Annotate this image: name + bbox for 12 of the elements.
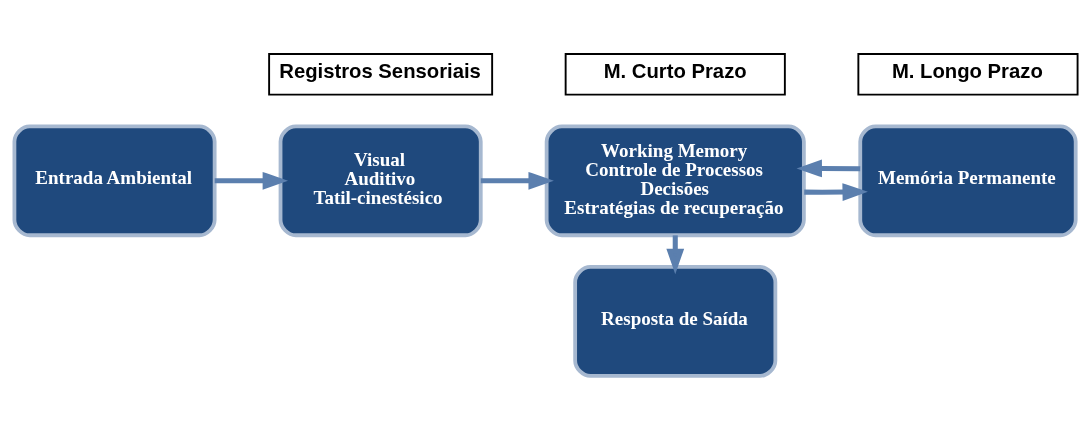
node-box: Visual Auditivo Tatil-cinestésico (278, 123, 483, 237)
node-box: Entrada Ambiental (12, 123, 217, 237)
node-box: Resposta de Saída (573, 264, 778, 378)
node-box: Memória Permanente (858, 123, 1078, 237)
arrow (804, 182, 868, 201)
arrow (480, 171, 554, 190)
node-box: M. Curto Prazo (564, 52, 786, 96)
node-box: Registros Sensoriais (268, 52, 494, 96)
arrow (214, 171, 289, 190)
arrow (796, 159, 861, 177)
node-box: Working Memory Controle de Processos Decisões Estratégias de recuperação (544, 123, 806, 237)
node-box: M. Longo Prazo (857, 52, 1079, 96)
